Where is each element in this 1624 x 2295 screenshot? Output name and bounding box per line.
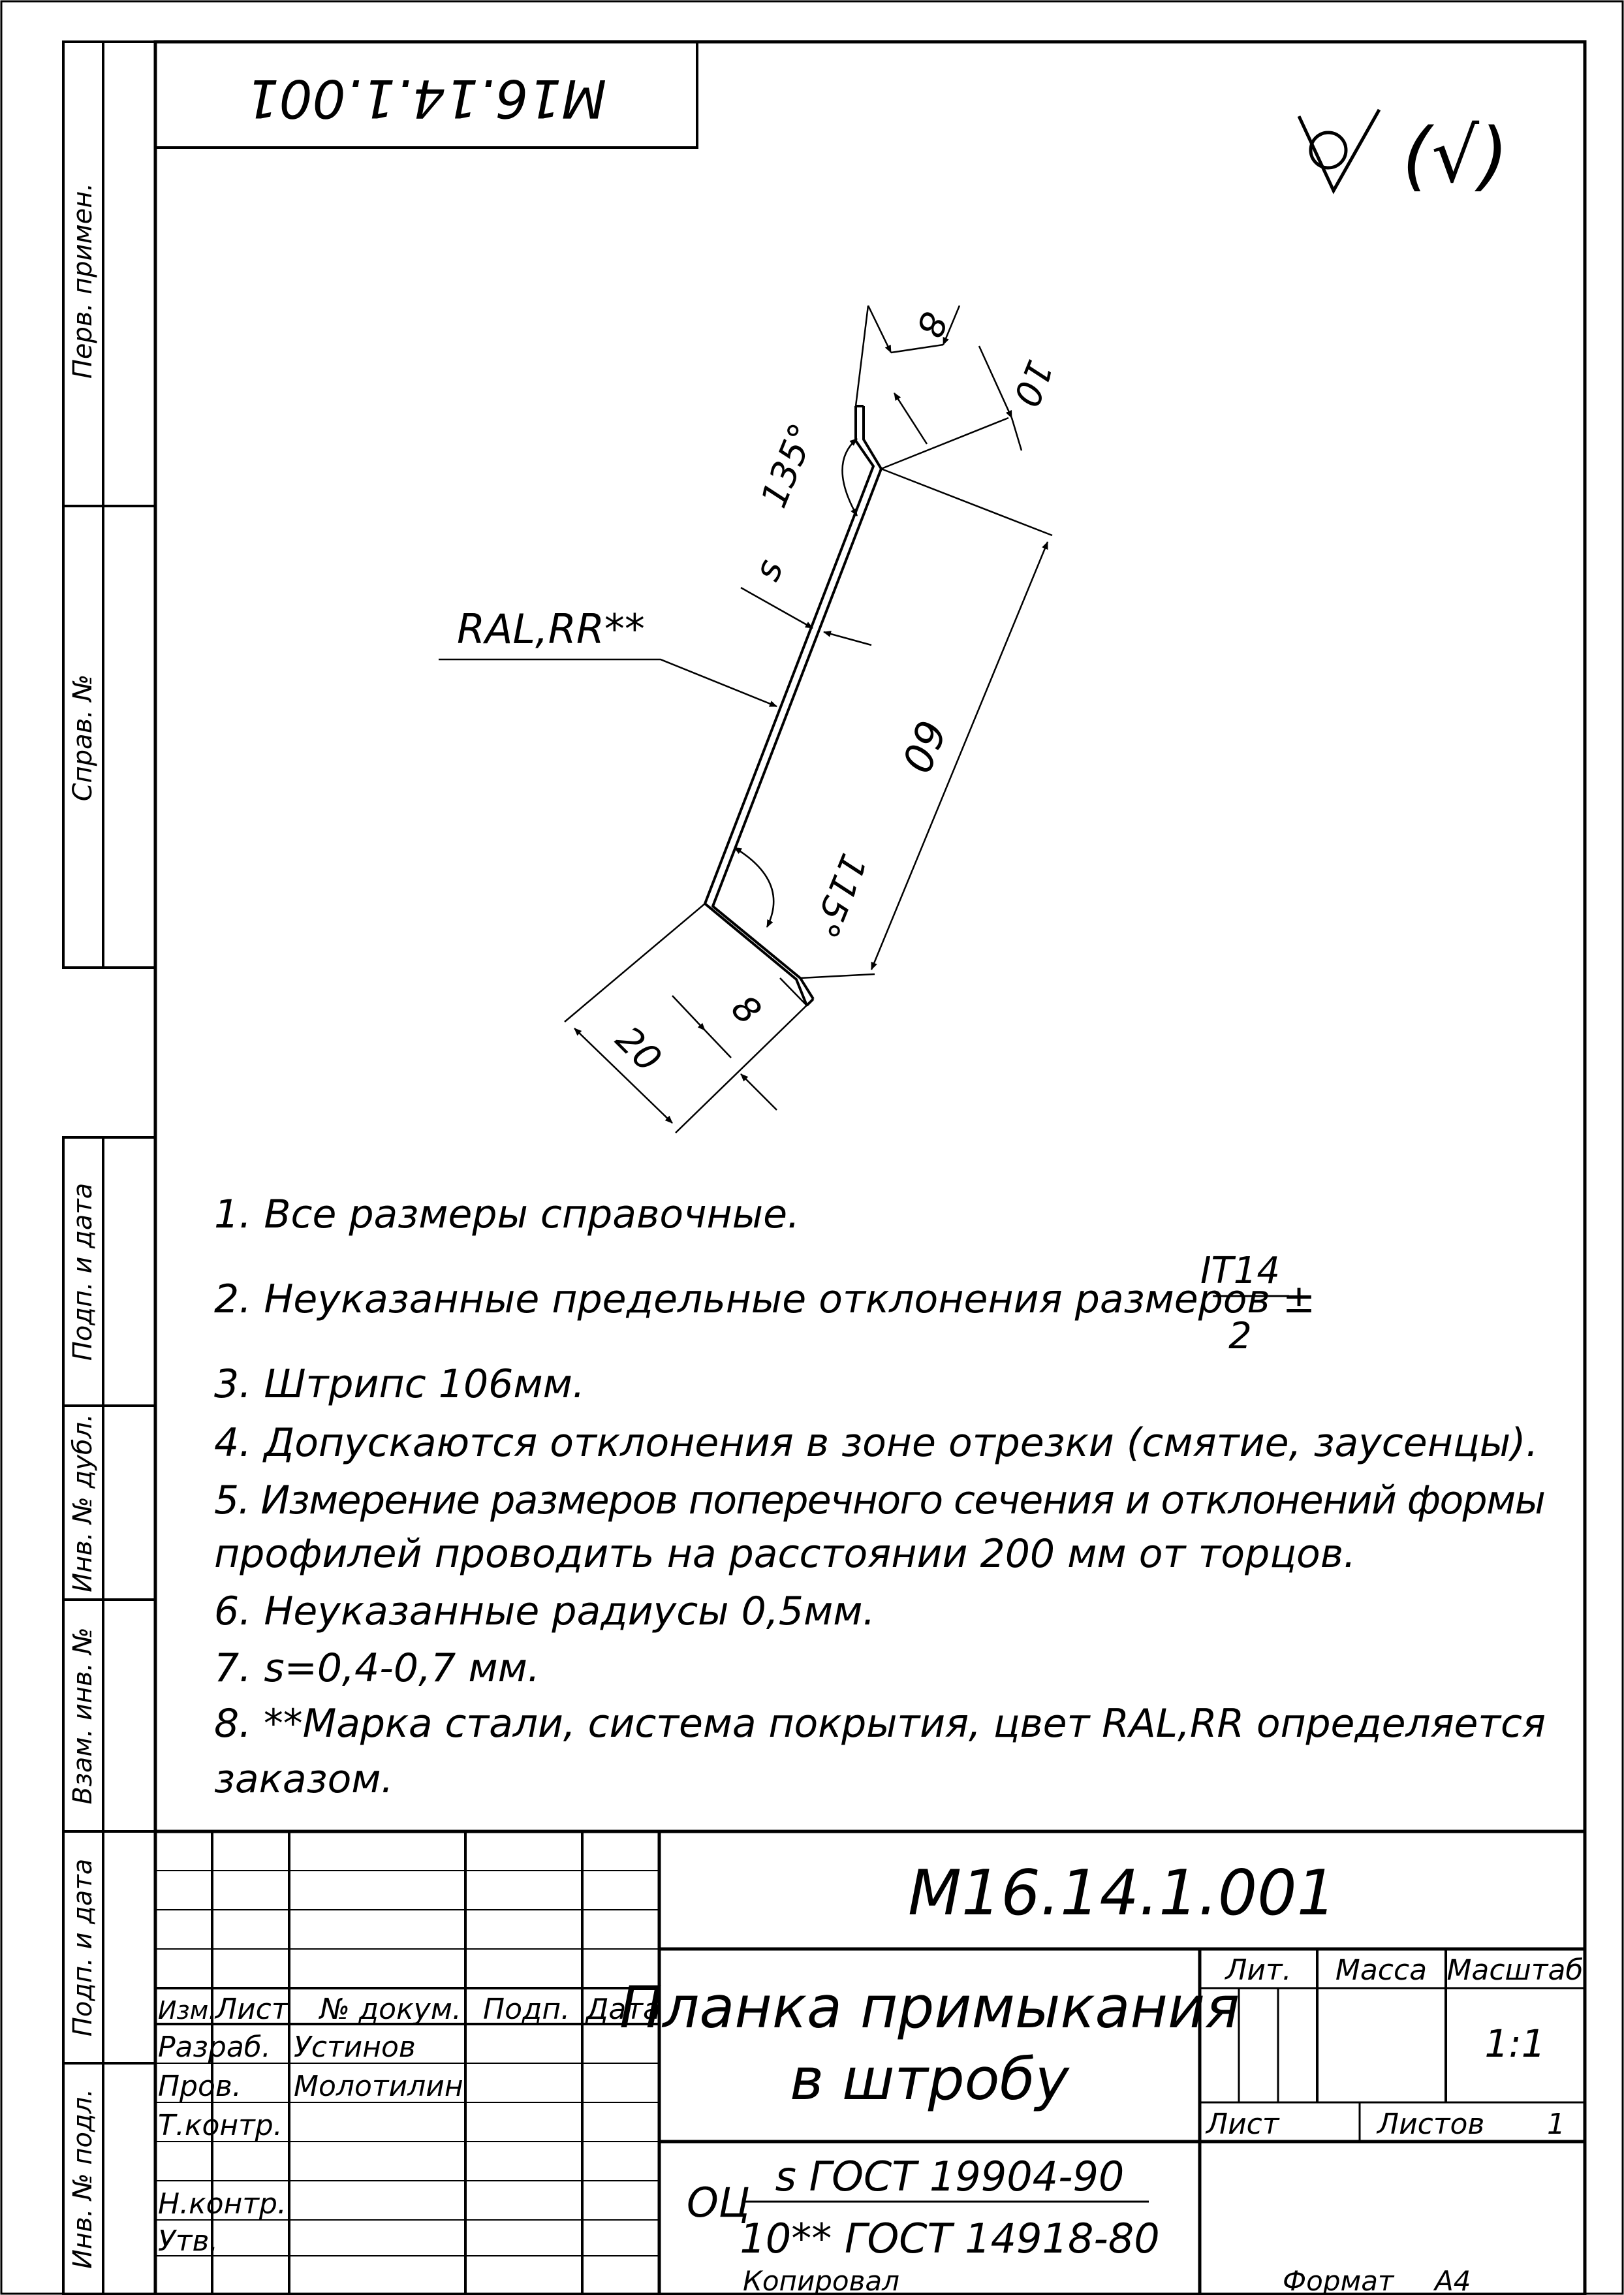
- note-8-line1: 8. **Марка стали, система покрытия, цвет…: [214, 1701, 1546, 1747]
- dim-top-flange: 10: [1005, 355, 1061, 413]
- dim-bottom-angle: 115°: [804, 848, 875, 944]
- first-use-label: Перв. примен.: [68, 183, 98, 379]
- part-name-line2: в штробу: [790, 2046, 1070, 2113]
- title-block: [155, 1829, 1585, 2294]
- note-6: 6. Неуказанные радиусы 0,5мм.: [214, 1589, 875, 1634]
- inv-dup-label: Инв. № дубл.: [68, 1414, 98, 1592]
- material-top: s ГОСТ 19904-90: [775, 2153, 1125, 2200]
- checker-name: Молотилин: [294, 2070, 463, 2103]
- col-doc: № докум.: [318, 1993, 461, 2026]
- side-margin: [62, 40, 157, 2295]
- replaced-inv-label: Взам. инв. №: [68, 1627, 98, 1805]
- note-5-line2: профилей проводить на расстоянии 200 мм …: [214, 1531, 1356, 1577]
- sheets-value: 1: [1547, 2108, 1565, 2141]
- material-bottom: 10** ГОСТ 14918-80: [740, 2215, 1159, 2262]
- role-checker: Пров.: [158, 2070, 242, 2103]
- col-date: Дата: [585, 1993, 661, 2026]
- mass-label: Масса: [1335, 1954, 1427, 1987]
- col-list: Лист: [214, 1993, 289, 2026]
- technical-notes: 1. Все размеры справочные. 2. Неуказанны…: [214, 1192, 1546, 1802]
- col-sign: Подп.: [483, 1993, 570, 2026]
- role-approve: Утв.: [158, 2224, 218, 2258]
- developer-name: Устинов: [294, 2031, 416, 2064]
- coating-label: RAL,RR**: [457, 605, 645, 653]
- role-ncontrol: Н.контр.: [158, 2187, 287, 2221]
- dim-top-angle: 135°: [753, 417, 824, 513]
- sign-date-label-2: Подп. и дата: [68, 1859, 98, 2036]
- note-2: 2. Неуказанные предельные отклонения раз…: [214, 1276, 1315, 1322]
- scale-value: 1:1: [1484, 2021, 1545, 2066]
- col-izm: Изм.: [158, 1996, 216, 2025]
- material-prefix: ОЦ: [687, 2179, 750, 2226]
- dim-top-hem: 8: [908, 306, 955, 343]
- sign-date-label-1: Подп. и дата: [68, 1183, 98, 1361]
- profile-outer-line: [704, 406, 875, 1006]
- dim-bottom-hem: 8: [723, 987, 769, 1033]
- format-label: Формат: [1283, 2265, 1395, 2295]
- roughness-parenthetical: (√): [1402, 112, 1508, 200]
- sheets-label: Листов: [1376, 2108, 1484, 2141]
- role-developer: Разраб.: [158, 2031, 271, 2064]
- note-2-numerator: IT14: [1200, 1250, 1280, 1292]
- profile-inner-line: [711, 406, 882, 1000]
- note-5-line1: 5. Измерение размеров поперечного сечени…: [214, 1478, 1546, 1523]
- reference-no-label: Справ. №: [68, 674, 98, 802]
- scale-label: Масштаб: [1446, 1954, 1583, 1987]
- dim-main-length: 60: [892, 714, 955, 780]
- note-1: 1. Все размеры справочные.: [214, 1192, 800, 1237]
- lit-label: Лит.: [1224, 1954, 1291, 1987]
- dim-thickness: s: [745, 554, 791, 587]
- sheet-label: Лист: [1205, 2108, 1280, 2141]
- format-value: А4: [1433, 2265, 1471, 2295]
- note-3: 3. Штрипс 106мм.: [214, 1361, 585, 1407]
- note-7: 7. s=0,4-0,7 мм.: [214, 1645, 540, 1691]
- note-2-denominator: 2: [1228, 1315, 1252, 1357]
- part-name-line1: Планка примыкания: [619, 1974, 1240, 2041]
- designation: М16.14.1.001: [908, 1858, 1336, 1929]
- inv-original-label: Инв. № подл.: [68, 2089, 98, 2269]
- copied-label: Копировал: [743, 2265, 899, 2295]
- dimension-lines: [439, 305, 1053, 1133]
- note-4: 4. Допускаются отклонения в зоне отрезки…: [214, 1420, 1538, 1466]
- top-stamp-text: М16.14.1.001: [246, 68, 607, 129]
- top-stamp-box: [154, 40, 698, 149]
- roughness-icon: [1297, 108, 1381, 195]
- note-8-line2: заказом.: [214, 1756, 394, 1802]
- role-tcontrol: Т.контр.: [158, 2109, 283, 2142]
